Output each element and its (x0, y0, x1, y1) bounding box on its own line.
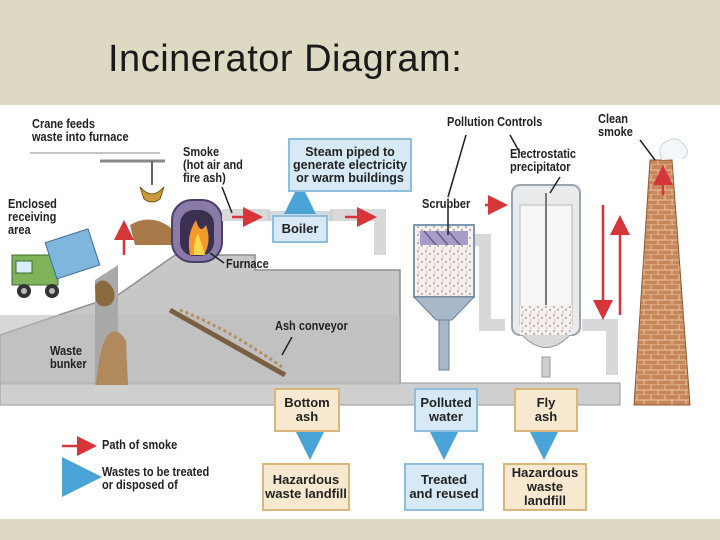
label-hazardous-1: Hazardous waste landfill (265, 472, 347, 501)
label-crane: Crane feeds waste into furnace (32, 117, 129, 144)
pointer-ash-conveyor (281, 336, 293, 356)
bunker-waste-pile (96, 331, 128, 385)
label-waste-bunker: Waste bunker (50, 344, 87, 371)
ash-conveyor-belt (168, 307, 287, 378)
legend-smoke-path: Path of smoke (102, 438, 178, 452)
furnace (171, 199, 223, 263)
label-bottom-ash: Bottom ash (284, 395, 330, 424)
dumped-waste (95, 280, 115, 307)
scrubber-unit (412, 224, 476, 371)
smoke-duct-to-scrubber (330, 209, 386, 255)
hazardous-landfill-box-2: Hazardous waste landfill (503, 463, 587, 511)
label-fly-ash: Fly ash (534, 395, 558, 424)
pointer-esp (549, 176, 561, 194)
boiler-box: Boiler (272, 215, 328, 243)
polluted-water-box: Polluted water (414, 388, 478, 432)
label-enclosed-area: Enclosed receiving area (8, 197, 57, 237)
smoke-path-arrows (114, 165, 673, 320)
fly-ash-box: Fly ash (514, 388, 578, 432)
bottom-strip (0, 519, 720, 540)
label-scrubber: Scrubber (422, 197, 471, 211)
pointer-smoke (221, 186, 233, 214)
chimney (633, 138, 691, 406)
label-furnace: Furnace (226, 257, 269, 271)
pointer-pollution-controls-2 (509, 134, 521, 154)
garbage-truck (11, 228, 101, 298)
ash-on-conveyor (179, 308, 283, 369)
label-polluted-water: Polluted water (420, 395, 472, 424)
pointer-furnace (209, 252, 225, 264)
pointer-pollution-controls-1 (447, 134, 467, 198)
label-esp: Electrostatic precipitator (510, 147, 577, 174)
label-boiler: Boiler (281, 221, 319, 236)
steam-box: Steam piped to generate electricity or w… (288, 138, 412, 192)
label-steam: Steam piped to generate electricity or w… (293, 144, 407, 185)
treated-box: Treated and reused (404, 463, 484, 511)
duct-scrubber-to-esp (470, 234, 505, 331)
legend-wastes: Wastes to be treated or disposed of (102, 465, 210, 492)
label-treated: Treated and reused (409, 472, 479, 501)
crane-claw (139, 186, 165, 203)
label-smoke: Smoke (hot air and fire ash) (183, 145, 243, 185)
electrostatic-precipitator (511, 184, 581, 378)
furnace-feed-waste (130, 219, 180, 245)
label-clean-smoke: Clean smoke (598, 112, 633, 139)
label-ash-conveyor: Ash conveyor (275, 319, 348, 333)
slide-title: Incinerator Diagram: (108, 38, 463, 80)
duct-esp-to-chimney (582, 319, 618, 375)
label-pollution-controls: Pollution Controls (447, 115, 543, 129)
hazardous-landfill-box-1: Hazardous waste landfill (262, 463, 350, 511)
bottom-ash-box: Bottom ash (274, 388, 340, 432)
label-hazardous-2: Hazardous waste landfill (511, 465, 579, 508)
pointer-clean-smoke (639, 139, 656, 161)
